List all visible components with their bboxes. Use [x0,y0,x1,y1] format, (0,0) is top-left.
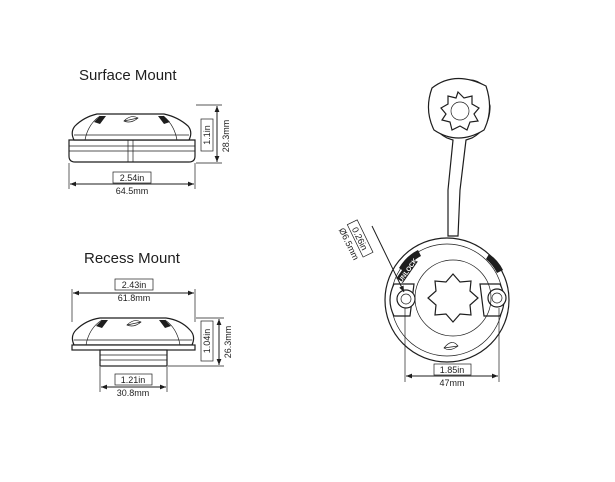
recess-height-mm: 26.3mm [223,326,233,359]
surface-width-dimension: 2.54in 64.5mm [68,163,196,196]
top-view: UNLOCK 0.26in Ø6.5mm 1.85in 47mm [337,77,510,388]
top-view-body: UNLOCK [384,237,510,363]
tether-cap [427,77,491,237]
surface-height-in: 1.1in [202,125,212,145]
recess-height-dimension: 1.04in 26.3mm [168,317,233,367]
surface-width-in: 2.54in [120,173,145,183]
recess-cutout-mm: 30.8mm [117,388,150,398]
surface-mount-part [68,113,196,163]
recess-width-in: 2.43in [122,280,147,290]
top-width-dimension: 1.85in 47mm [404,308,500,388]
surface-mount-view: Surface Mount [68,67,231,196]
recess-mount-title: Recess Mount [84,250,181,267]
leaf-icon [443,342,459,350]
recess-cutout-in: 1.21in [121,375,146,385]
surface-width-mm: 64.5mm [116,186,149,196]
recess-width-mm: 61.8mm [118,293,151,303]
surface-height-dimension: 1.1in 28.3mm [196,104,231,164]
leaf-icon [126,320,142,327]
recess-mount-view: Recess Mount 2.43in 61.8mm [71,250,233,398]
recess-width-dimension: 2.43in 61.8mm [71,278,196,322]
recess-mount-part [71,317,196,367]
recess-height-in: 1.04in [202,329,212,354]
leaf-icon [123,116,139,123]
recess-cutout-dimension: 1.21in 30.8mm [99,367,168,398]
top-width-in: 1.85in [440,365,465,375]
top-width-mm: 47mm [439,378,464,388]
surface-height-mm: 28.3mm [221,120,231,153]
surface-mount-title: Surface Mount [79,67,177,84]
